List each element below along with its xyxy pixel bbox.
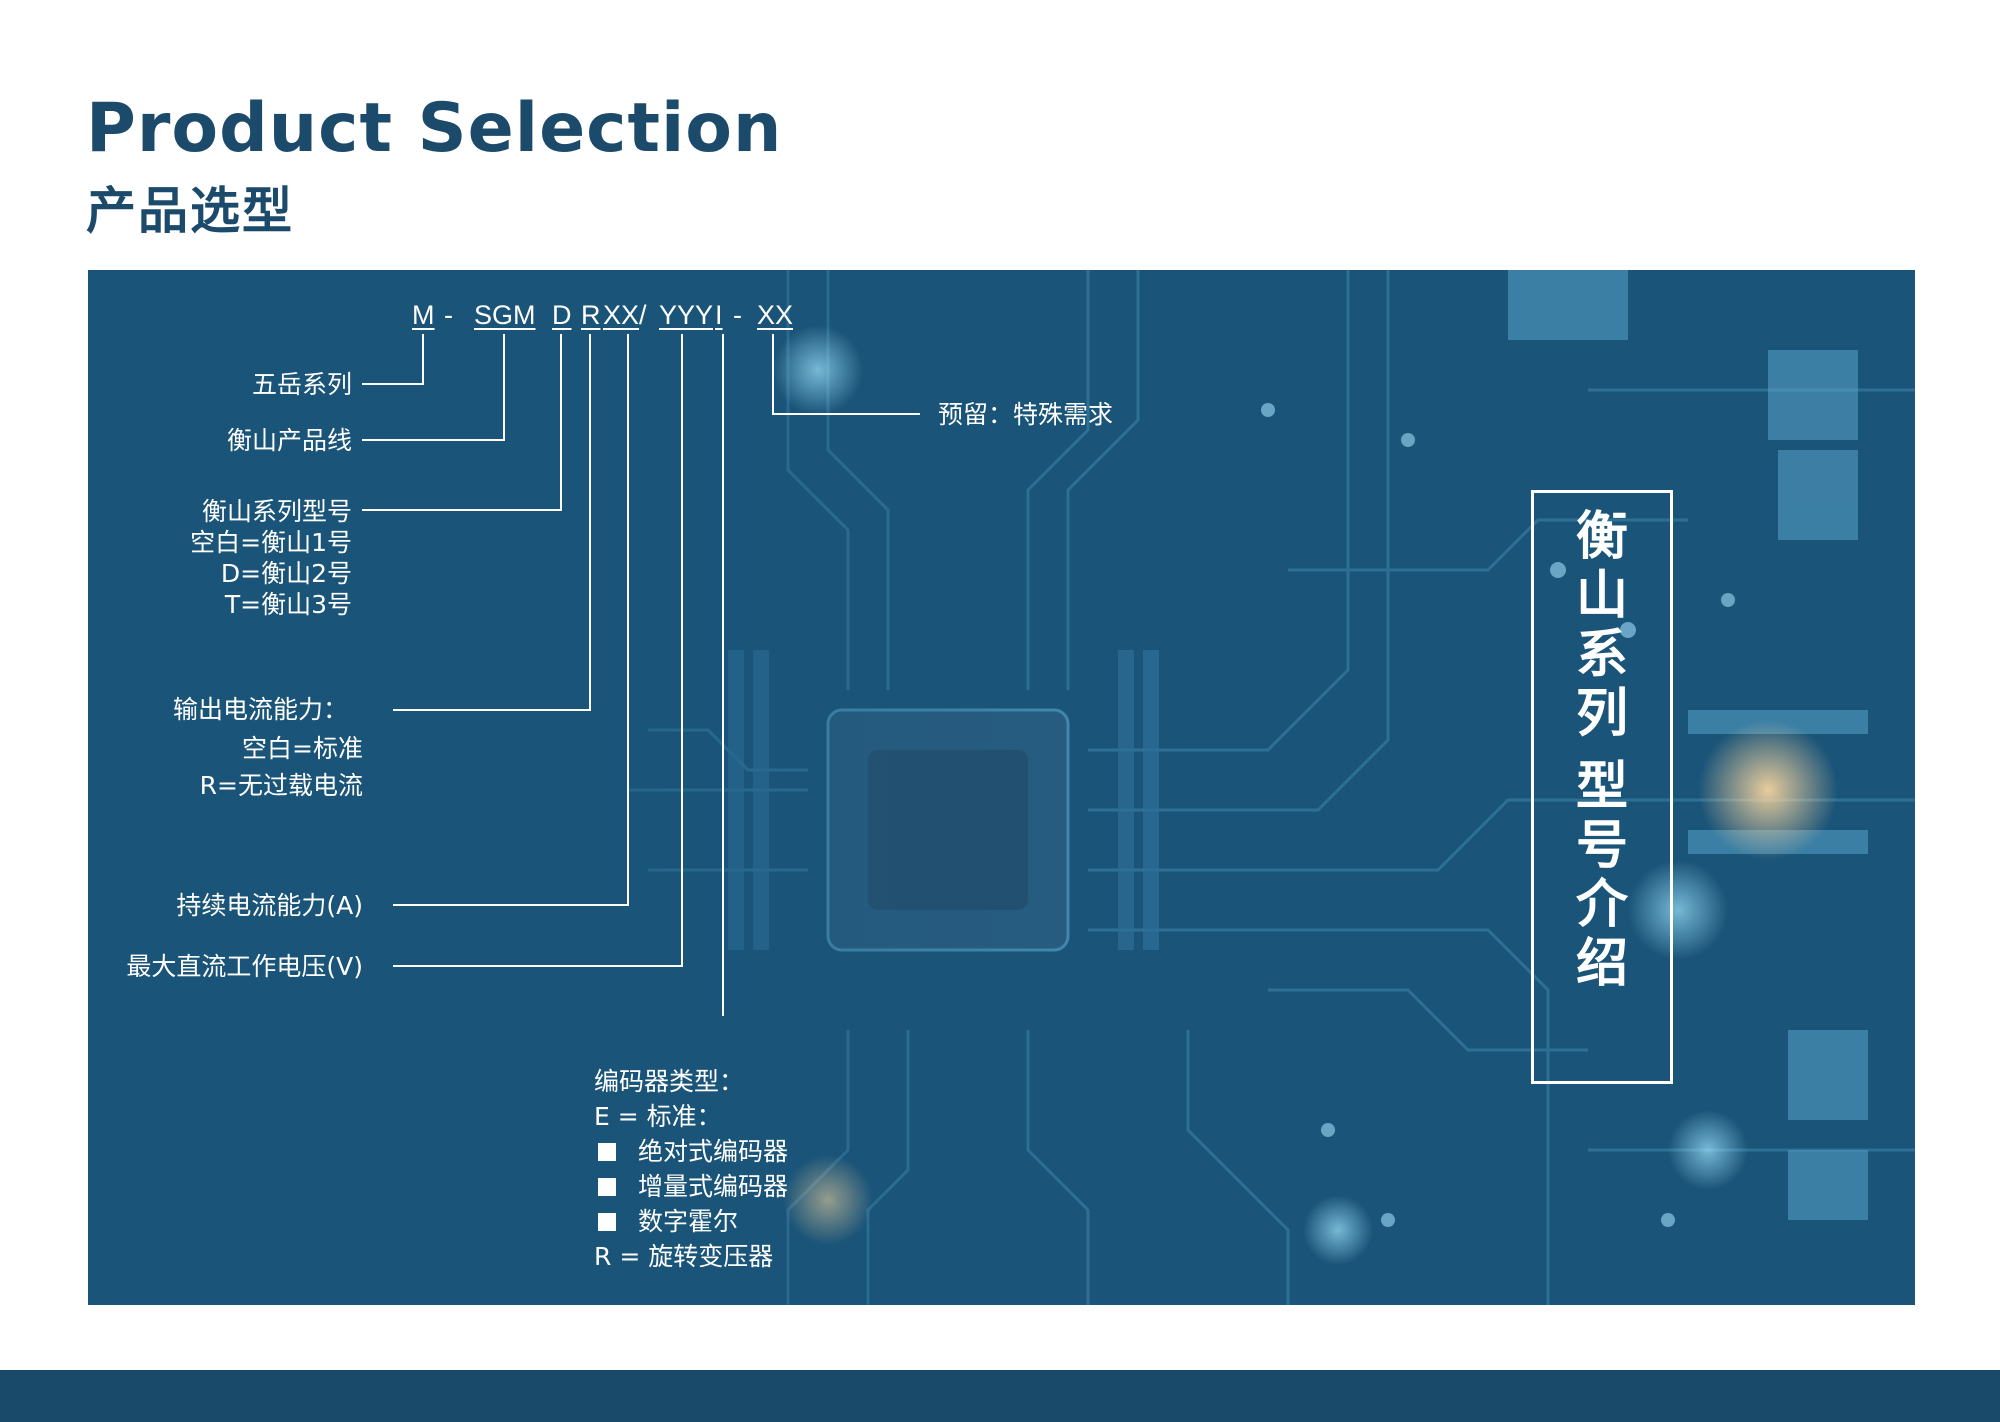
label-encoder-hall-text: 数字霍尔 (638, 1207, 738, 1236)
label-encoder-incremental-text: 增量式编码器 (638, 1172, 788, 1201)
label-max-voltage: 最大直流工作电压(V) (126, 951, 363, 982)
vertical-title-char: 号 (1531, 817, 1673, 876)
label-encoder-hall: 数字霍尔 (594, 1204, 738, 1239)
connector-line (503, 334, 505, 440)
label-series: 五岳系列 (252, 369, 352, 400)
label-continuous-current: 持续电流能力(A) (176, 890, 363, 921)
vertical-title-char: 衡 (1531, 508, 1673, 567)
vertical-title-char: 山 (1531, 567, 1673, 626)
vertical-title-char: 绍 (1531, 935, 1673, 994)
code-dash-1: - (444, 302, 453, 329)
bullet-square-icon (598, 1213, 616, 1231)
connector-line (393, 904, 629, 906)
connector-line (393, 709, 591, 711)
code-xx-current: XX (603, 302, 639, 329)
connector-line (681, 334, 683, 966)
label-encoder-incremental: 增量式编码器 (594, 1169, 788, 1204)
label-model-blank: 空白=衡山1号 (190, 527, 352, 558)
code-r: R (581, 302, 601, 329)
page-title-cn: 产品选型 (86, 186, 294, 236)
label-reserved: 预留：特殊需求 (938, 397, 1113, 432)
code-slash: / (639, 302, 647, 329)
connector-line (560, 334, 562, 510)
vertical-title-char: 系 (1531, 626, 1673, 685)
code-i: I (715, 302, 723, 329)
connector-line (393, 965, 683, 967)
page-title-en: Product Selection (86, 95, 782, 163)
bullet-square-icon (598, 1178, 616, 1196)
connector-line (772, 413, 920, 415)
code-dash-2: - (733, 302, 742, 329)
label-output-blank: 空白=标准 (242, 733, 363, 764)
label-model-title: 衡山系列型号 (202, 496, 352, 527)
code-d: D (552, 302, 572, 329)
label-encoder-e: E = 标准： (594, 1099, 722, 1134)
code-xx-reserved: XX (757, 302, 793, 329)
label-encoder-absolute-text: 绝对式编码器 (638, 1137, 788, 1166)
vertical-title-char: 介 (1531, 876, 1673, 935)
label-model-d: D=衡山2号 (221, 558, 352, 589)
code-sgm: SGM (474, 302, 536, 329)
connector-line (362, 439, 505, 441)
vertical-title-char (1531, 744, 1673, 758)
connector-line (362, 509, 562, 511)
label-output-r: R=无过载电流 (200, 770, 363, 801)
vertical-title-char: 列 (1531, 685, 1673, 744)
code-m: M (412, 302, 435, 329)
label-encoder-absolute: 绝对式编码器 (594, 1134, 788, 1169)
label-output-title: 输出电流能力： (173, 694, 348, 725)
bullet-square-icon (598, 1143, 616, 1161)
vertical-title-char: 型 (1531, 758, 1673, 817)
label-product-line: 衡山产品线 (227, 425, 352, 456)
connector-line (627, 334, 629, 905)
connector-line (722, 334, 724, 1016)
vertical-title: 衡山系列型号介绍 (1531, 508, 1673, 994)
connector-line (589, 334, 591, 710)
code-yyy: YYY (659, 302, 713, 329)
connector-line (422, 334, 424, 384)
label-encoder-resolver: R = 旋转变压器 (594, 1239, 773, 1274)
connector-line (362, 383, 424, 385)
label-encoder-title: 编码器类型： (594, 1064, 744, 1099)
footer-bar (0, 1370, 2000, 1422)
label-model-t: T=衡山3号 (225, 589, 352, 620)
connector-line (772, 334, 774, 414)
